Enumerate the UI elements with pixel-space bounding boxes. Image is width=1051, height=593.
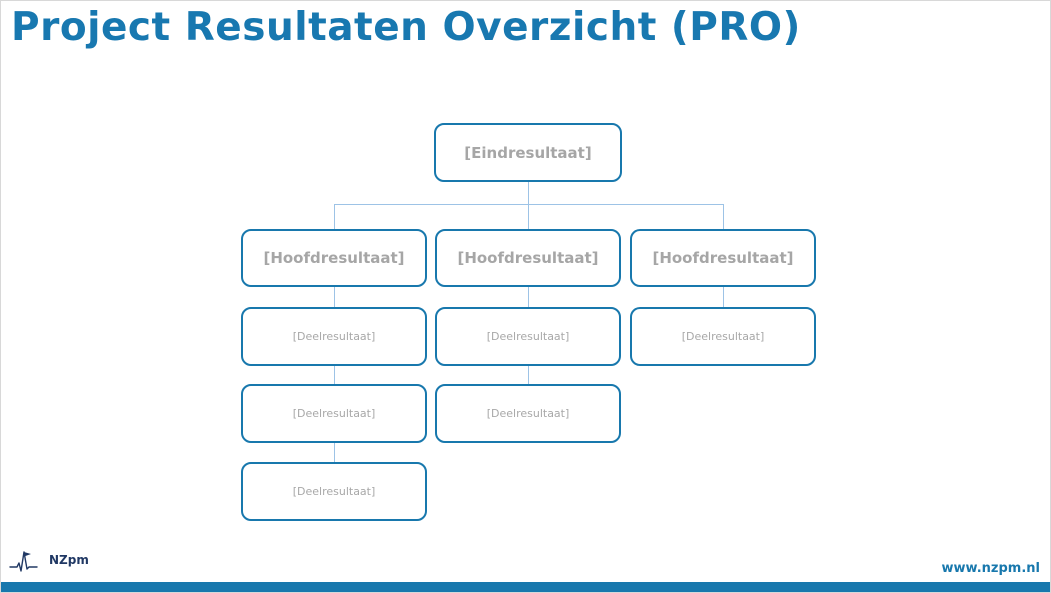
page-title: Project Resultaten Overzicht (PRO) bbox=[11, 5, 801, 50]
node-deelresultaat-1-2: [Deelresultaat] bbox=[241, 384, 427, 443]
connector-line bbox=[334, 287, 335, 307]
connector-line bbox=[528, 204, 529, 229]
connector-line bbox=[723, 204, 724, 229]
connector-line bbox=[528, 182, 529, 205]
connector-line bbox=[334, 204, 724, 205]
connector-line bbox=[528, 366, 529, 384]
node-deelresultaat-1-3: [Deelresultaat] bbox=[241, 462, 427, 521]
connector-line bbox=[334, 204, 335, 229]
connector-line bbox=[528, 287, 529, 307]
nzpm-logo: NZpm bbox=[9, 546, 89, 574]
node-label: [Hoofdresultaat] bbox=[457, 249, 599, 267]
node-deelresultaat-3-1: [Deelresultaat] bbox=[630, 307, 816, 366]
bottom-accent-bar bbox=[1, 582, 1050, 592]
node-hoofdresultaat-1: [Hoofdresultaat] bbox=[241, 229, 427, 287]
node-label: [Deelresultaat] bbox=[292, 485, 376, 498]
node-label: [Deelresultaat] bbox=[486, 330, 570, 343]
connector-line bbox=[334, 366, 335, 384]
node-label: [Deelresultaat] bbox=[681, 330, 765, 343]
node-label: [Deelresultaat] bbox=[292, 330, 376, 343]
node-eindresultaat: [Eindresultaat] bbox=[434, 123, 622, 182]
footer-url: www.nzpm.nl bbox=[941, 561, 1040, 576]
node-deelresultaat-1-1: [Deelresultaat] bbox=[241, 307, 427, 366]
connector-line bbox=[334, 443, 335, 462]
node-label: [Deelresultaat] bbox=[292, 407, 376, 420]
node-deelresultaat-2-1: [Deelresultaat] bbox=[435, 307, 621, 366]
node-label: [Hoofdresultaat] bbox=[652, 249, 794, 267]
node-hoofdresultaat-2: [Hoofdresultaat] bbox=[435, 229, 621, 287]
node-deelresultaat-2-2: [Deelresultaat] bbox=[435, 384, 621, 443]
node-label: [Deelresultaat] bbox=[486, 407, 570, 420]
node-label: [Eindresultaat] bbox=[464, 143, 592, 162]
connector-line bbox=[723, 287, 724, 307]
heartbeat-icon bbox=[9, 551, 38, 572]
logo-text: NZpm bbox=[49, 553, 89, 567]
node-label: [Hoofdresultaat] bbox=[263, 249, 405, 267]
node-hoofdresultaat-3: [Hoofdresultaat] bbox=[630, 229, 816, 287]
